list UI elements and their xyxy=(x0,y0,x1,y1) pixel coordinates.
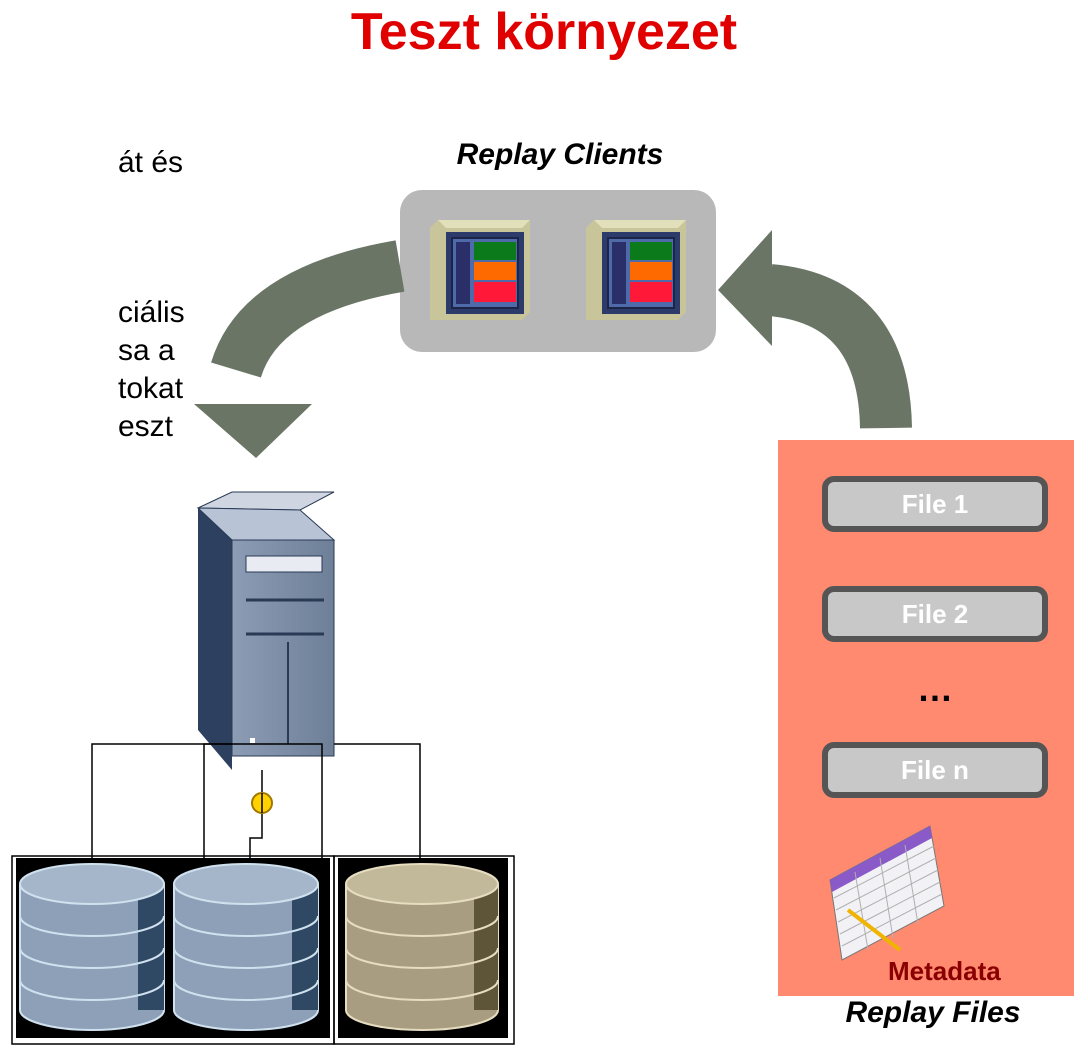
spreadsheet-icon xyxy=(829,825,945,961)
arrow-to-clients-icon xyxy=(718,230,912,429)
replay-clients-label: Replay Clients xyxy=(456,138,664,171)
replay-files-panel: File 1 File 2 File n xyxy=(778,440,1074,996)
database-disk-icon xyxy=(173,863,319,1031)
storage-frame xyxy=(333,855,515,1045)
app-window-icon xyxy=(586,220,686,320)
file-n-item: File n xyxy=(822,742,1048,798)
arrow-to-server-icon xyxy=(194,240,405,458)
left-text-line-4: tokat xyxy=(118,372,184,405)
file-1-item: File 1 xyxy=(822,476,1048,532)
connection-lines xyxy=(91,743,421,861)
database-disk-icon xyxy=(345,863,499,1031)
page-title: Teszt környezet xyxy=(350,3,738,61)
left-text-line-5: eszt xyxy=(118,410,174,443)
connector-node-icon xyxy=(251,792,273,814)
left-text-line-2: ciális xyxy=(118,296,185,329)
database-disk-icon xyxy=(19,863,165,1031)
file-ellipsis: … xyxy=(917,668,953,709)
server-tower-icon xyxy=(196,491,336,770)
left-text-line-3: sa a xyxy=(118,334,175,367)
app-window-icon xyxy=(430,220,530,320)
replay-files-label: Replay Files xyxy=(845,996,1021,1029)
metadata-label: Metadata xyxy=(888,956,1001,986)
file-2-item: File 2 xyxy=(822,586,1048,642)
left-text-line-1: át és xyxy=(118,146,184,179)
